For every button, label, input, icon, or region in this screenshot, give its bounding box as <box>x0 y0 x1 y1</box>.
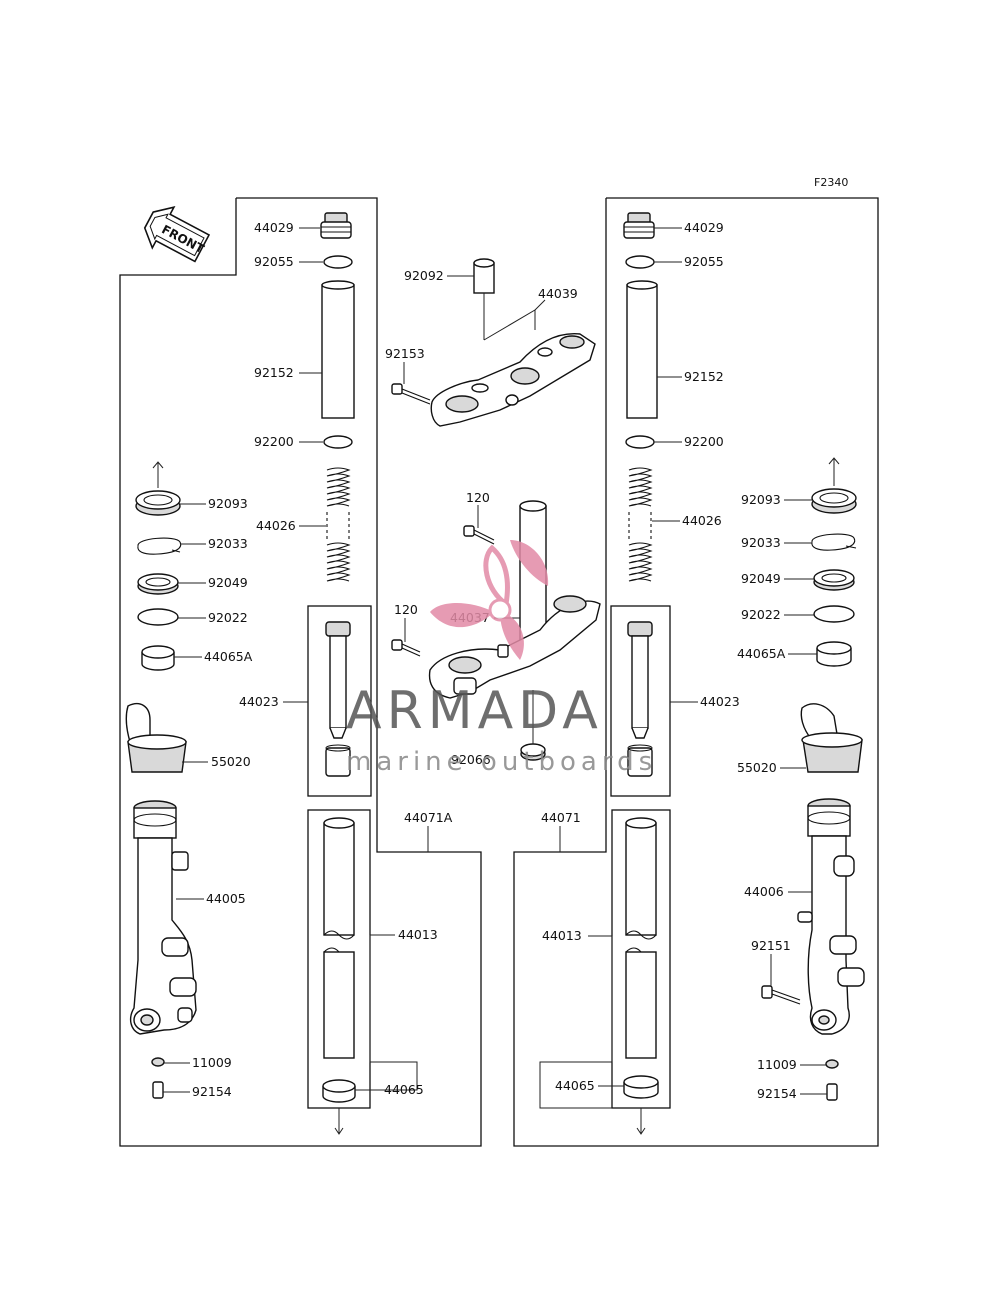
right-44023-box <box>610 605 671 797</box>
left-assembly-frame <box>119 197 482 1147</box>
label-92055-left: 92055 <box>254 254 294 269</box>
washer-92022-left-icon <box>137 608 179 626</box>
label-44023-right: 44023 <box>700 694 740 709</box>
label-92049-left: 92049 <box>208 575 248 590</box>
spring-left-icon <box>326 467 351 582</box>
bolt-120-upper-icon <box>463 525 495 545</box>
label-55020-right: 55020 <box>737 760 777 775</box>
fork-guard-right-icon <box>800 703 863 773</box>
label-44013-left: 44013 <box>398 927 438 942</box>
inner-tube-left-icon <box>323 817 355 1059</box>
label-120-lower: 120 <box>394 602 418 617</box>
label-92055-right: 92055 <box>684 254 724 269</box>
label-92022-left: 92022 <box>208 610 248 625</box>
label-44029-right: 44029 <box>684 220 724 235</box>
circlip-left-icon <box>137 537 182 555</box>
label-44026-right: 44026 <box>682 513 722 528</box>
label-44039: 44039 <box>538 286 578 301</box>
label-11009-left: 11009 <box>192 1055 232 1070</box>
label-44023-left: 44023 <box>239 694 279 709</box>
label-92066: 92066 <box>451 752 491 767</box>
label-92022-right: 92022 <box>741 607 781 622</box>
collar-92092-icon <box>473 258 495 294</box>
bolt-92154-left-icon <box>152 1081 164 1099</box>
collar-tube-left-icon <box>321 280 355 419</box>
outer-tube-right-icon <box>797 798 865 1035</box>
outer-tube-left-icon <box>129 800 197 1035</box>
label-11009-right: 11009 <box>757 1057 797 1072</box>
label-55020-left: 55020 <box>211 754 251 769</box>
label-92093-right: 92093 <box>741 492 781 507</box>
bolt-120-lower-icon <box>391 639 421 657</box>
oil-seal-right-icon <box>811 488 857 514</box>
label-92200-left: 92200 <box>254 434 294 449</box>
label-44013-right: 44013 <box>542 928 582 943</box>
cylinder-right-icon <box>627 621 653 777</box>
label-92153: 92153 <box>385 346 425 361</box>
bush-44065A-right-icon <box>816 641 852 667</box>
watermark-brand: ARMADA <box>346 681 603 741</box>
bush-44065-right-icon <box>623 1075 659 1099</box>
inner-tube-right-icon <box>625 817 657 1059</box>
label-92049-right: 92049 <box>741 571 781 586</box>
label-92151: 92151 <box>751 938 791 953</box>
bush-44065A-left-icon <box>141 645 175 671</box>
armada-watermark: ARMADA marine outboards <box>346 540 657 777</box>
cap-bolt-left-icon <box>320 212 352 239</box>
fork-guard-left-icon <box>125 702 187 773</box>
label-92152-right: 92152 <box>684 369 724 384</box>
spring-right-icon <box>628 467 653 582</box>
label-92154-left: 92154 <box>192 1084 232 1099</box>
propeller-logo-icon <box>430 540 549 660</box>
cap-bolt-right-icon <box>623 212 655 239</box>
washer-left-icon <box>323 435 353 449</box>
label-44065-left: 44065 <box>384 1082 424 1097</box>
label-92092: 92092 <box>404 268 444 283</box>
label-44029-left: 44029 <box>254 220 294 235</box>
diagram-code: F2340 <box>814 176 848 189</box>
oil-seal-left-icon <box>135 490 181 516</box>
bush-44065-left-icon <box>322 1079 356 1103</box>
circlip-right-icon <box>811 533 857 551</box>
seal-92049-right-icon <box>813 569 855 591</box>
label-44071A: 44071A <box>404 810 453 825</box>
label-44065A-right: 44065A <box>737 646 786 661</box>
gasket-11009-left-icon <box>151 1057 165 1067</box>
label-44065-right: 44065 <box>555 1078 595 1093</box>
washer-right-icon <box>625 435 655 449</box>
seal-92049-left-icon <box>137 573 179 595</box>
label-92200-right: 92200 <box>684 434 724 449</box>
washer-92022-right-icon <box>813 605 855 623</box>
label-44026-left: 44026 <box>256 518 296 533</box>
label-120-upper: 120 <box>466 490 490 505</box>
bolt-92153-icon <box>391 383 431 405</box>
label-44005: 44005 <box>206 891 246 906</box>
o-ring-right-icon <box>625 255 655 269</box>
label-92093-left: 92093 <box>208 496 248 511</box>
o-ring-left-icon <box>323 255 353 269</box>
label-92033-left: 92033 <box>208 536 248 551</box>
upper-bracket-44039-icon <box>430 333 596 427</box>
gasket-11009-right-icon <box>825 1059 839 1069</box>
front-arrow-icon: FRONT <box>143 206 211 263</box>
cylinder-left-icon <box>325 621 351 777</box>
collar-tube-right-icon <box>626 280 658 419</box>
watermark-tagline: marine outboards <box>346 747 657 777</box>
bolt-92151-icon <box>761 985 801 1005</box>
label-44006: 44006 <box>744 884 784 899</box>
label-92033-right: 92033 <box>741 535 781 550</box>
right-assembly-frame <box>513 197 879 1147</box>
label-92154-right: 92154 <box>757 1086 797 1101</box>
left-44023-box <box>307 605 372 797</box>
label-44065A-left: 44065A <box>204 649 253 664</box>
label-44071: 44071 <box>541 810 581 825</box>
bolt-92154-right-icon <box>826 1083 838 1101</box>
label-92152-left: 92152 <box>254 365 294 380</box>
steering-stem-44037-icon <box>428 500 601 699</box>
